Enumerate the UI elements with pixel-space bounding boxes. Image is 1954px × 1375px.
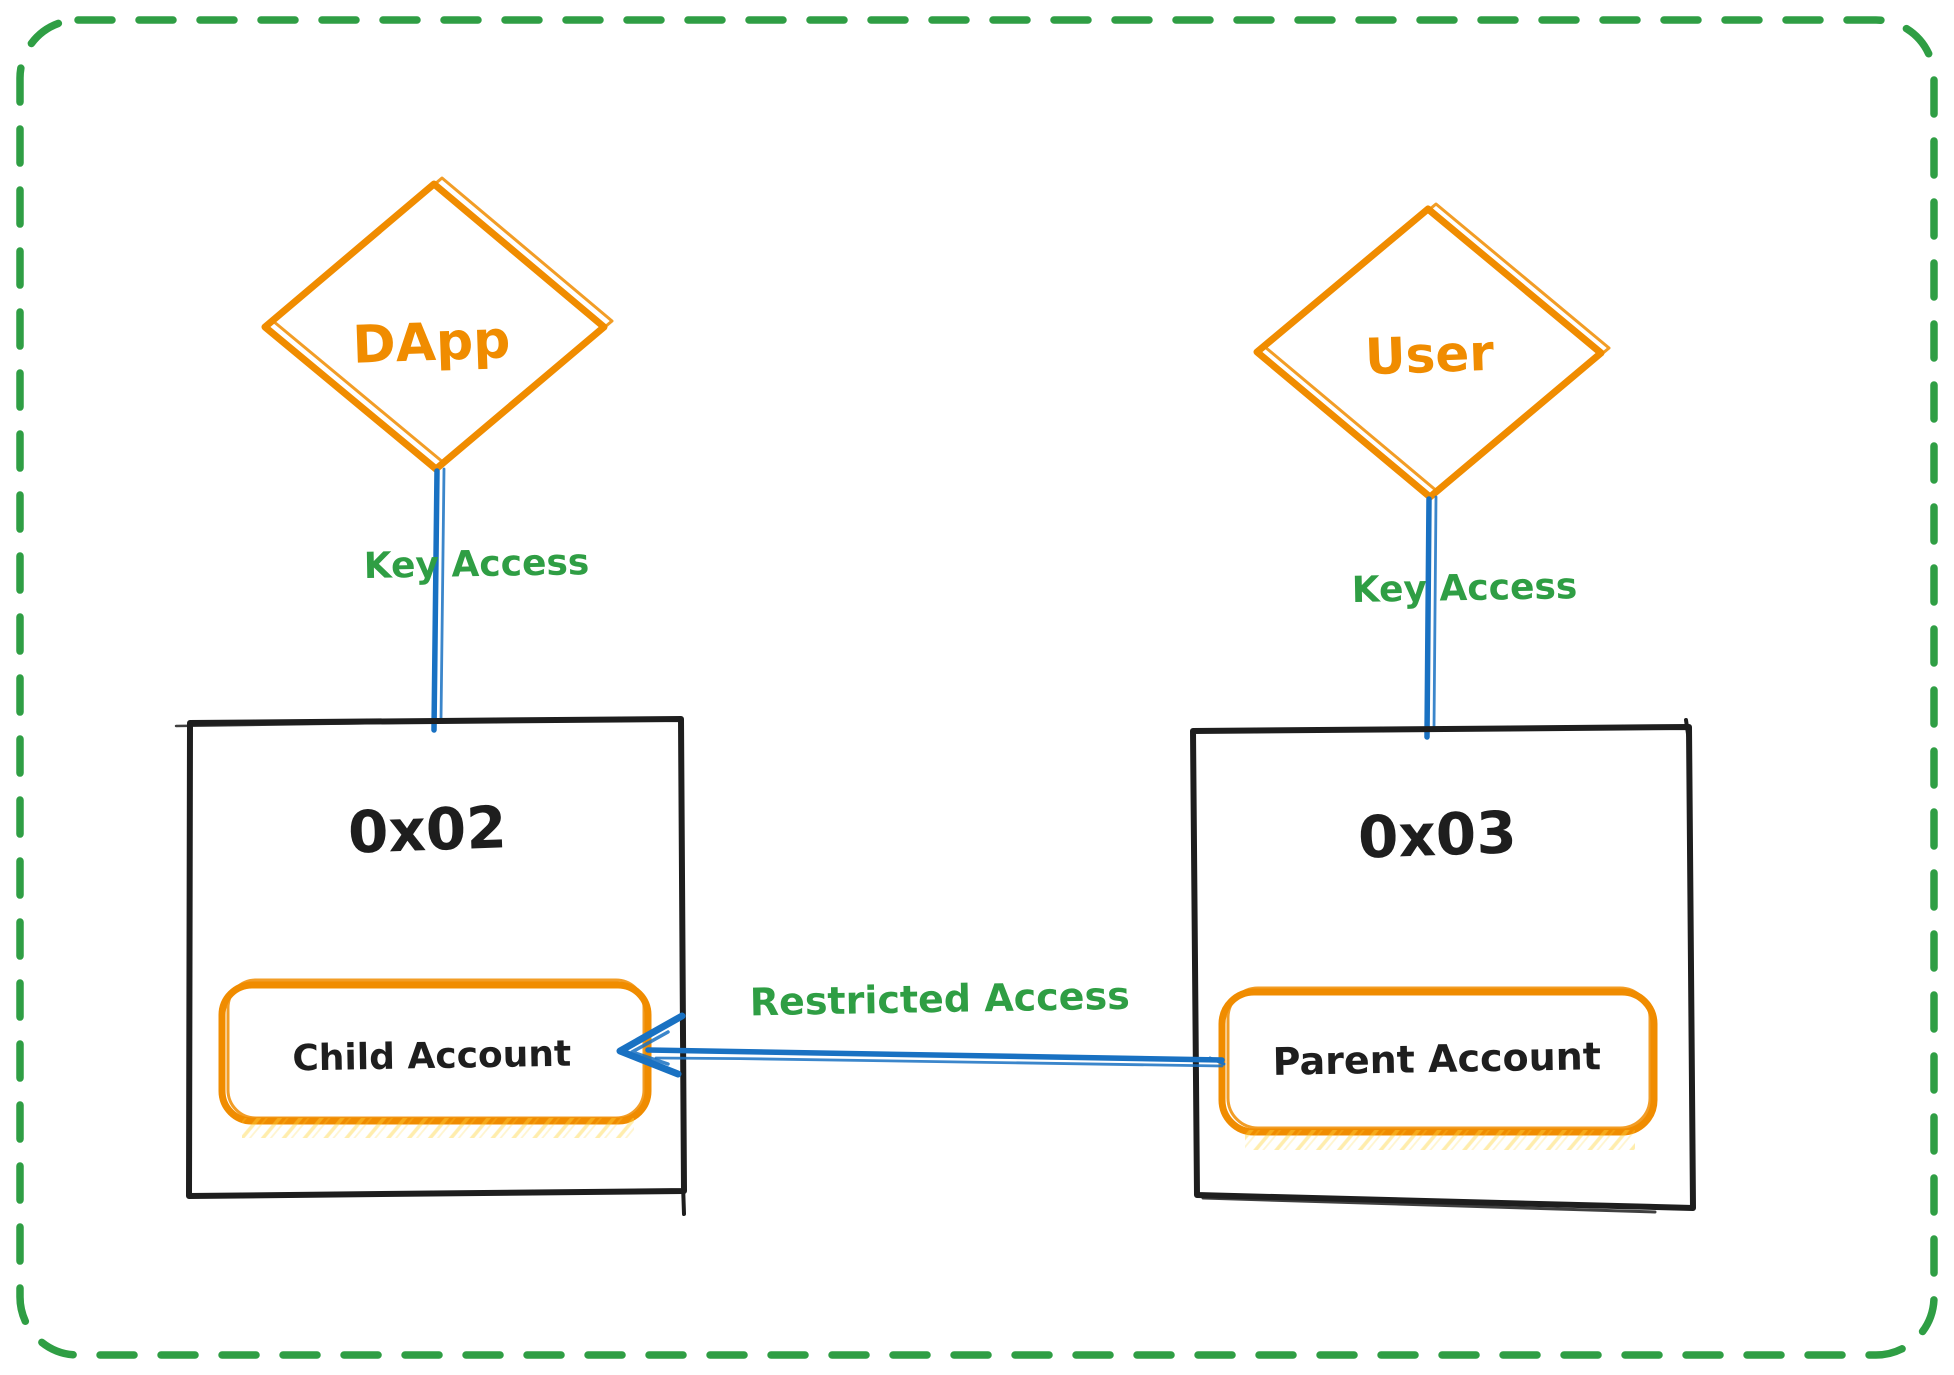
user-node: User xyxy=(1253,202,1611,501)
child-account-hatch-spill xyxy=(242,1118,634,1138)
wallet-0x02-label: 0x02 xyxy=(347,793,508,866)
wallet-0x03-sketch-corner xyxy=(1684,718,1692,750)
dapp-key-access-line-sketch xyxy=(439,467,446,722)
dapp-key-access-line xyxy=(431,468,440,733)
restricted-access-label: Restricted Access xyxy=(749,974,1130,1025)
user-diamond-sketch-stroke xyxy=(1263,202,1611,494)
dapp-node: DApp xyxy=(261,176,614,473)
dapp-key-access-connector: Key Access xyxy=(363,467,590,733)
wallet-0x02-sketch-corner xyxy=(681,1182,686,1216)
user-key-access-label: Key Access xyxy=(1351,566,1577,611)
wallet-0x03-label: 0x03 xyxy=(1357,798,1518,871)
wallet-0x02-sketch-top xyxy=(174,720,452,728)
wallet-0x02-node: 0x02 Child Account xyxy=(174,716,687,1216)
wallet-0x03-box xyxy=(1190,724,1696,1211)
dapp-key-access-label: Key Access xyxy=(363,542,589,587)
user-key-access-line xyxy=(1424,496,1432,740)
user-key-access-line-sketch xyxy=(1432,495,1438,730)
outer-dashed-border xyxy=(16,16,1938,1359)
parent-account-sketch-stroke xyxy=(1226,986,1652,1130)
user-label: User xyxy=(1364,324,1495,386)
wallet-0x03-sketch-bottom xyxy=(1201,1196,1657,1214)
restricted-access-arrowhead xyxy=(616,1012,686,1078)
restricted-access-edge: Restricted Access xyxy=(616,974,1226,1078)
parent-account-label: Parent Account xyxy=(1272,1034,1601,1084)
restricted-access-arrowhead-sketch xyxy=(630,1030,670,1066)
dapp-diamond-sketch-stroke xyxy=(271,176,614,465)
restricted-access-line-sketch xyxy=(654,1056,1224,1068)
parent-account-hatch-spill xyxy=(1245,1130,1635,1150)
user-key-access-connector: Key Access xyxy=(1351,495,1578,740)
dapp-label: DApp xyxy=(351,310,511,375)
restricted-access-tail-tick xyxy=(1208,1056,1226,1066)
restricted-access-line xyxy=(645,1047,1225,1063)
wallet-0x03-node: 0x03 Parent Account xyxy=(1190,718,1696,1214)
child-account-label: Child Account xyxy=(292,1034,571,1080)
